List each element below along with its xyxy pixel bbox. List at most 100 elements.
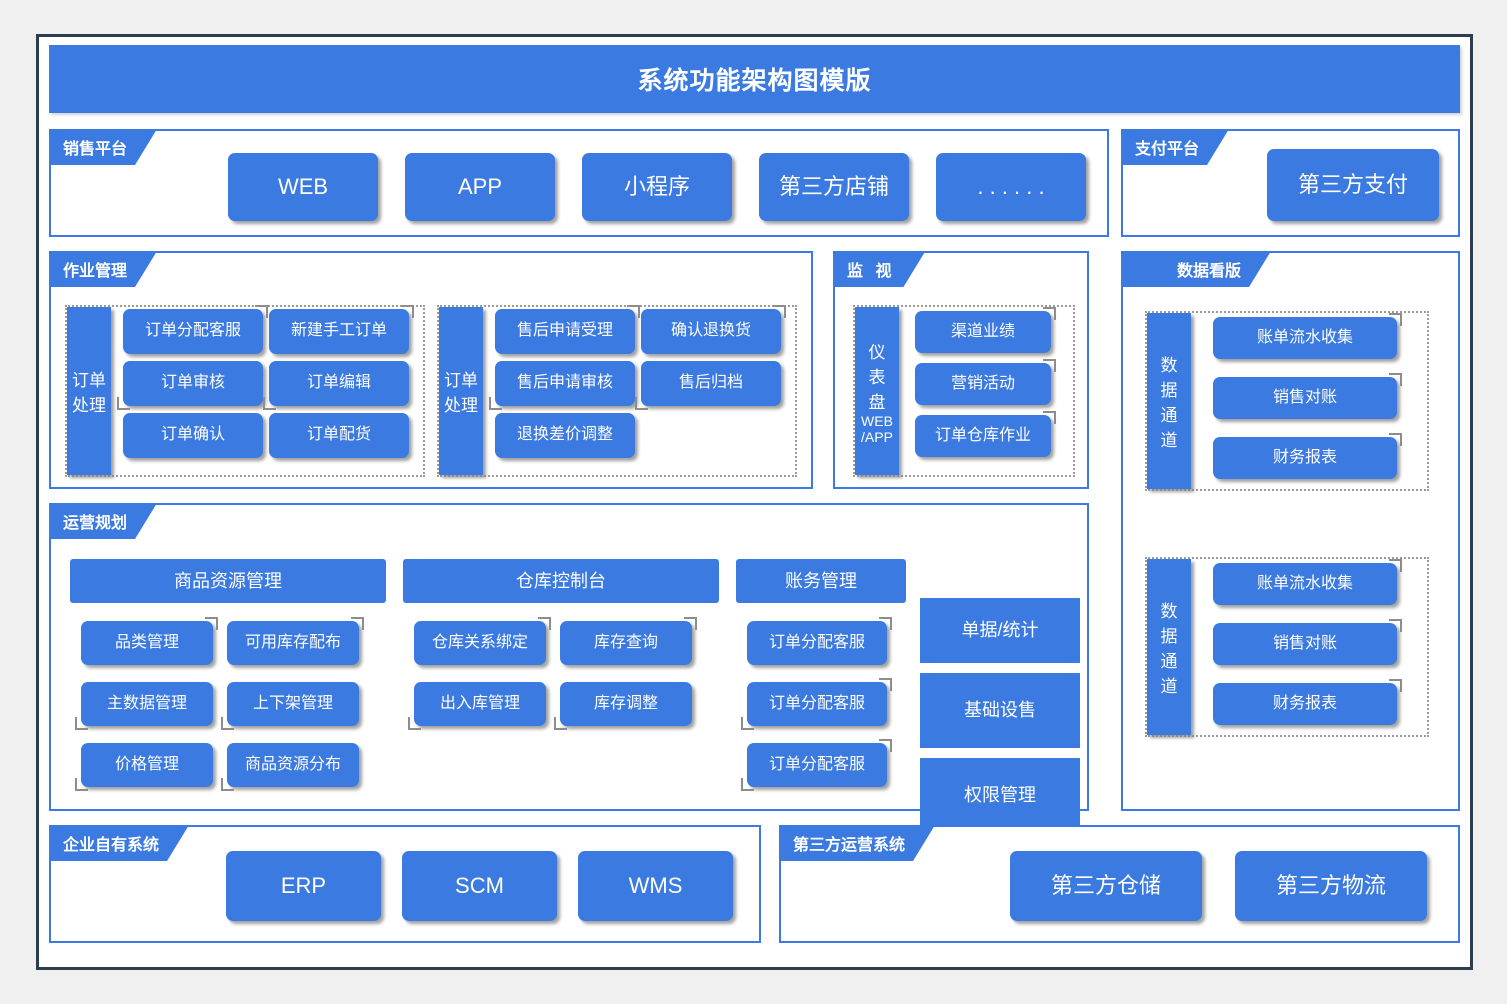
corner-tick-icon — [627, 305, 640, 318]
node-available-stock-layout[interactable]: 可用库存配布 — [227, 621, 359, 665]
corner-tick-icon — [684, 617, 697, 630]
node-permission-management[interactable]: 权限管理 — [920, 758, 1080, 833]
group-data-channel-2 — [1145, 557, 1429, 737]
node-sales-reconcile-2[interactable]: 销售对账 — [1213, 623, 1397, 665]
corner-tick-icon — [351, 617, 364, 630]
panel-data-dashboard: 数据看版 数 据 通 道 账单流水收集 销售对账 财务报表 数 据 通 道 账单… — [1121, 251, 1460, 811]
node-financial-report-2[interactable]: 财务报表 — [1213, 683, 1397, 725]
corner-tick-icon — [554, 717, 567, 730]
node-app[interactable]: APP — [405, 153, 555, 221]
header-account-management[interactable]: 账务管理 — [736, 559, 906, 603]
header-product-resource-management[interactable]: 商品资源管理 — [70, 559, 386, 603]
node-product-resource-distribution[interactable]: 商品资源分布 — [227, 743, 359, 787]
node-marketing-activity[interactable]: 营销活动 — [915, 363, 1051, 405]
node-order-review[interactable]: 订单审核 — [123, 361, 263, 406]
side-label-line: 道 — [1160, 431, 1178, 450]
node-return-price-adjust[interactable]: 退换差价调整 — [495, 413, 635, 458]
node-order-assign-service-a[interactable]: 订单分配客服 — [747, 621, 887, 665]
side-label-line: 盘 — [868, 392, 886, 412]
corner-tick-icon — [401, 305, 414, 318]
node-stock-query[interactable]: 库存查询 — [560, 621, 692, 665]
node-third-party-payment[interactable]: 第三方支付 — [1267, 149, 1439, 221]
corner-tick-icon — [879, 739, 892, 752]
side-label-line: 数 — [1160, 602, 1178, 621]
side-label-order-processing-1: 订单 处理 — [67, 307, 111, 475]
group-order-processing-1 — [65, 305, 425, 477]
node-inbound-outbound-management[interactable]: 出入库管理 — [414, 682, 546, 726]
side-label-dashboard: 仪 表 盘 WEB /APP — [855, 307, 899, 475]
corner-tick-icon — [221, 717, 234, 730]
node-stock-adjustment[interactable]: 库存调整 — [560, 682, 692, 726]
node-aftersales-archive[interactable]: 售后归档 — [641, 361, 781, 406]
corner-tick-icon — [1043, 411, 1056, 424]
node-confirm-return-exchange[interactable]: 确认退换货 — [641, 309, 781, 354]
node-order-confirm[interactable]: 订单确认 — [123, 413, 263, 458]
corner-tick-icon — [773, 305, 786, 318]
node-price-management[interactable]: 价格管理 — [81, 743, 213, 787]
panel-label-sales-platform: 销售平台 — [49, 129, 157, 165]
side-label-line: 据 — [1160, 627, 1178, 646]
panel-sales-platform: 销售平台 WEB APP 小程序 第三方店铺 . . . . . . — [49, 129, 1109, 237]
node-bill-flow-collect-2[interactable]: 账单流水收集 — [1213, 563, 1397, 605]
node-order-assign-service-c[interactable]: 订单分配客服 — [747, 743, 887, 787]
panel-payment-platform: 支付平台 第三方支付 — [1121, 129, 1460, 237]
corner-tick-icon — [879, 617, 892, 630]
corner-tick-icon — [489, 397, 502, 410]
node-financial-report-1[interactable]: 财务报表 — [1213, 437, 1397, 479]
node-web[interactable]: WEB — [228, 153, 378, 221]
node-shelf-management[interactable]: 上下架管理 — [227, 682, 359, 726]
corner-tick-icon — [1389, 313, 1402, 326]
panel-label-enterprise-systems: 企业自有系统 — [49, 825, 189, 861]
node-erp[interactable]: ERP — [226, 851, 381, 921]
node-order-distribute[interactable]: 订单配货 — [269, 413, 409, 458]
node-documents-statistics[interactable]: 单据/统计 — [920, 598, 1080, 663]
side-label-line: WEB — [861, 412, 893, 429]
group-dashboard — [853, 305, 1075, 477]
node-wms[interactable]: WMS — [578, 851, 733, 921]
panel-operation-management: 作业管理 订单 处理 订单分配客服 新建手工订单 订单审核 订单编辑 订单确认 … — [49, 251, 813, 489]
panel-label-operation-planning: 运营规划 — [49, 503, 157, 539]
node-master-data-management[interactable]: 主数据管理 — [81, 682, 213, 726]
corner-tick-icon — [117, 397, 130, 410]
node-warehouse-relation-binding[interactable]: 仓库关系绑定 — [414, 621, 546, 665]
corner-tick-icon — [538, 617, 551, 630]
node-order-edit[interactable]: 订单编辑 — [269, 361, 409, 406]
node-sales-reconcile-1[interactable]: 销售对账 — [1213, 377, 1397, 419]
corner-tick-icon — [75, 778, 88, 791]
node-more-placeholder[interactable]: . . . . . . — [936, 153, 1086, 221]
side-label-line: 处理 — [444, 396, 478, 415]
side-label-line: 表 — [868, 367, 886, 387]
corner-tick-icon — [879, 678, 892, 691]
side-label-line: 通 — [1160, 406, 1178, 425]
node-bill-flow-collect-1[interactable]: 账单流水收集 — [1213, 317, 1397, 359]
side-label-data-channel-1: 数 据 通 道 — [1147, 313, 1191, 489]
node-mini-program[interactable]: 小程序 — [582, 153, 732, 221]
node-order-warehouse-operation[interactable]: 订单仓库作业 — [915, 415, 1051, 457]
node-basic-setup[interactable]: 基础设售 — [920, 673, 1080, 748]
side-label-line: 通 — [1160, 652, 1178, 671]
side-label-line: 仪 — [868, 342, 886, 362]
side-label-line: 道 — [1160, 677, 1178, 696]
side-label-line: 订单 — [72, 371, 106, 390]
corner-tick-icon — [1389, 619, 1402, 632]
header-warehouse-console[interactable]: 仓库控制台 — [403, 559, 719, 603]
corner-tick-icon — [75, 717, 88, 730]
corner-tick-icon — [221, 778, 234, 791]
panel-label-payment-platform: 支付平台 — [1121, 129, 1229, 165]
node-third-party-warehouse[interactable]: 第三方仓储 — [1010, 851, 1202, 921]
node-order-assign-service-b[interactable]: 订单分配客服 — [747, 682, 887, 726]
node-aftersales-apply-accept[interactable]: 售后申请受理 — [495, 309, 635, 354]
node-scm[interactable]: SCM — [402, 851, 557, 921]
group-order-processing-2 — [437, 305, 797, 477]
group-data-channel-1 — [1145, 311, 1429, 491]
node-third-party-shop[interactable]: 第三方店铺 — [759, 153, 909, 221]
node-category-management[interactable]: 品类管理 — [81, 621, 213, 665]
corner-tick-icon — [1389, 373, 1402, 386]
node-channel-performance[interactable]: 渠道业绩 — [915, 311, 1051, 353]
node-third-party-logistics[interactable]: 第三方物流 — [1235, 851, 1427, 921]
node-order-assign-service-1[interactable]: 订单分配客服 — [123, 309, 263, 354]
panel-label-data-dashboard: 数据看版 — [1121, 251, 1271, 287]
node-aftersales-apply-review[interactable]: 售后申请审核 — [495, 361, 635, 406]
corner-tick-icon — [255, 305, 268, 318]
node-new-manual-order[interactable]: 新建手工订单 — [269, 309, 409, 354]
